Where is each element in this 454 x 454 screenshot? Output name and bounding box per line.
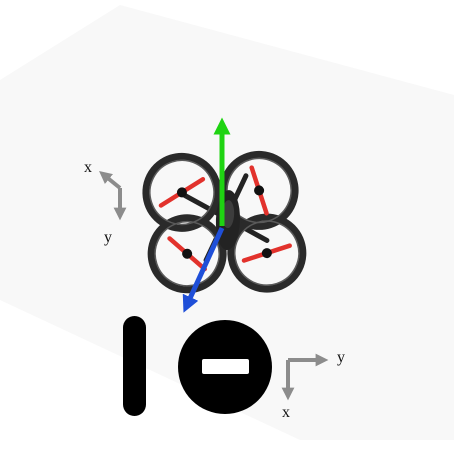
drone-x-axis-label: x — [84, 159, 92, 176]
drone-x-axis-arrow — [99, 170, 122, 190]
vertical-bar-marker — [123, 316, 146, 416]
world-frame-axes: y x — [281, 349, 345, 421]
drone-frame-axes: x y — [84, 159, 127, 246]
heading-vector-arrow — [182, 226, 225, 313]
world-x-axis-label: x — [282, 404, 290, 421]
world-y-axis-label: y — [337, 349, 345, 366]
quadcopter-icon — [142, 150, 307, 294]
drone-y-axis-label: y — [104, 229, 112, 246]
no-entry-marker — [178, 320, 272, 414]
